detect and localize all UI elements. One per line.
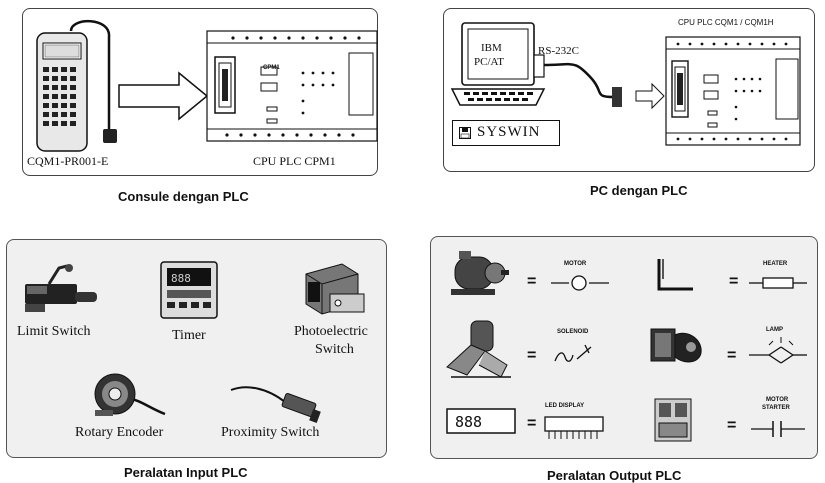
panel-console-plc: CQM1-PR001-E CPM1 CPU PLC CPM1 — [22, 8, 378, 176]
caption-console-plc: Consule dengan PLC — [118, 189, 249, 204]
solenoid-illustration — [446, 320, 511, 378]
timer-label: Timer — [172, 328, 206, 343]
programming-console-illustration — [36, 19, 117, 152]
heater-symbol-icon — [749, 277, 807, 289]
photoelectric-switch-illustration — [305, 263, 365, 315]
caption-output-devices: Peralatan Output PLC — [547, 468, 682, 483]
motor-starter-label-line2: STARTER — [762, 405, 790, 411]
equals-sign: = — [527, 347, 537, 364]
plc-cpm1-illustration — [206, 30, 378, 142]
heater-illustration — [657, 259, 693, 291]
computer-label-line1: IBM — [481, 42, 502, 54]
motor-illustration — [451, 251, 509, 295]
plc-label: CPU PLC CPM1 — [253, 154, 336, 168]
panel-pc-plc: IBM PC/AT RS-232C CPU PLC C — [443, 8, 815, 172]
syswin-box: SYSWIN — [452, 120, 560, 146]
equals-sign: = — [527, 415, 537, 432]
solenoid-symbol-label: SOLENOID — [557, 329, 589, 335]
led-display-symbol-label: LED DISPLAY — [545, 403, 585, 409]
floppy-disk-icon — [459, 127, 471, 139]
svg-text:888: 888 — [171, 272, 191, 285]
motor-starter-label-line1: MOTOR — [766, 397, 789, 403]
solenoid-symbol-icon — [554, 344, 592, 362]
svg-text:888: 888 — [455, 413, 482, 431]
limit-switch-illustration — [25, 264, 97, 312]
motor-starter-symbol-icon — [751, 421, 805, 437]
rs232-cable-illustration — [533, 54, 622, 107]
console-label: CQM1-PR001-E — [27, 154, 109, 168]
computer-illustration — [450, 22, 546, 106]
caption-pc-plc: PC dengan PLC — [590, 183, 688, 198]
photoelectric-label-line1: Photoelectric — [294, 324, 368, 339]
lamp-illustration — [650, 328, 702, 363]
lamp-symbol-icon — [749, 337, 807, 364]
rotary-encoder-illustration — [94, 373, 166, 416]
equals-sign: = — [729, 273, 739, 290]
plc-face-label: CPM1 — [263, 65, 280, 71]
panel-input-devices: Limit Switch 888 Timer Photoelectric Swi… — [6, 239, 387, 458]
equals-sign: = — [727, 347, 737, 364]
limit-switch-label: Limit Switch — [17, 324, 91, 339]
motor-starter-illustration — [654, 398, 692, 442]
lamp-symbol-label: LAMP — [766, 327, 783, 333]
proximity-switch-label: Proximity Switch — [221, 425, 320, 440]
arrow-right-icon — [118, 71, 209, 121]
panel-output-devices: = MOTOR = HEATER = SOLENOID = LAMP — [430, 236, 818, 459]
photoelectric-label-line2: Switch — [315, 342, 354, 357]
caption-input-devices: Peralatan Input PLC — [124, 465, 248, 480]
heater-symbol-label: HEATER — [763, 261, 788, 267]
motor-symbol-label: MOTOR — [564, 261, 587, 267]
plc-cqm1-illustration — [665, 36, 801, 146]
motor-symbol-icon — [551, 275, 609, 291]
plc-cqm1-label: CPU PLC CQM1 / CQM1H — [678, 18, 774, 27]
arrow-right-icon — [635, 82, 665, 110]
equals-sign: = — [727, 417, 737, 434]
led-display-symbol-icon — [544, 416, 604, 439]
cable-label: RS-232C — [538, 45, 579, 57]
syswin-label: SYSWIN — [477, 124, 541, 140]
equals-sign: = — [527, 273, 537, 290]
led-display-illustration: 888 — [446, 408, 516, 434]
computer-label-line2: PC/AT — [474, 56, 504, 68]
rotary-encoder-label: Rotary Encoder — [75, 425, 164, 440]
proximity-switch-illustration — [230, 386, 321, 424]
timer-illustration: 888 — [160, 261, 218, 319]
